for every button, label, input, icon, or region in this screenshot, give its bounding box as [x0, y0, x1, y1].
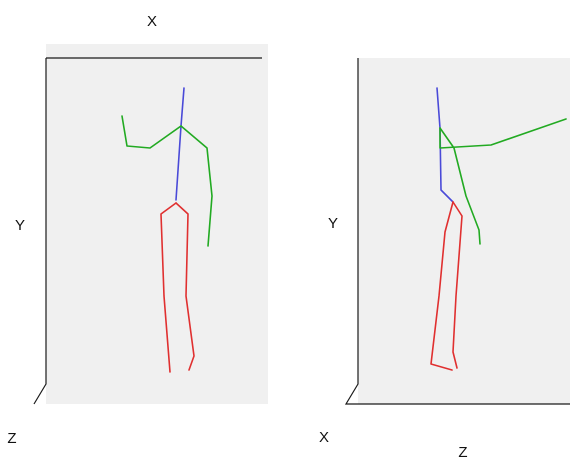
side-view: Y X Z	[319, 58, 570, 459]
side-skeleton	[430, 87, 567, 371]
side-view-y-axis-label: Y	[328, 215, 338, 232]
side-view-z-axis-label: Z	[458, 444, 467, 459]
front-view-x-axis-label: X	[147, 13, 157, 30]
side-arm-lowered	[439, 127, 481, 245]
front-leg-right	[160, 202, 177, 373]
side-leg-back	[430, 201, 454, 371]
front-view-y-axis-label: Y	[15, 217, 25, 234]
front-leg-left	[175, 202, 195, 371]
front-view-pane	[46, 44, 268, 404]
front-arm-left	[180, 125, 213, 247]
front-view-z-axis-label: Z	[7, 430, 16, 447]
side-leg-front	[452, 201, 463, 369]
front-skeleton	[121, 87, 213, 373]
side-view-x-axis-label: X	[319, 429, 329, 446]
side-view-pane	[358, 58, 570, 404]
side-view-frame	[344, 58, 570, 405]
side-spine	[436, 87, 454, 203]
front-view: X Y Z	[7, 13, 268, 447]
side-arm-raised	[439, 118, 567, 149]
front-view-frame	[33, 58, 47, 405]
front-arm-right	[121, 115, 182, 149]
